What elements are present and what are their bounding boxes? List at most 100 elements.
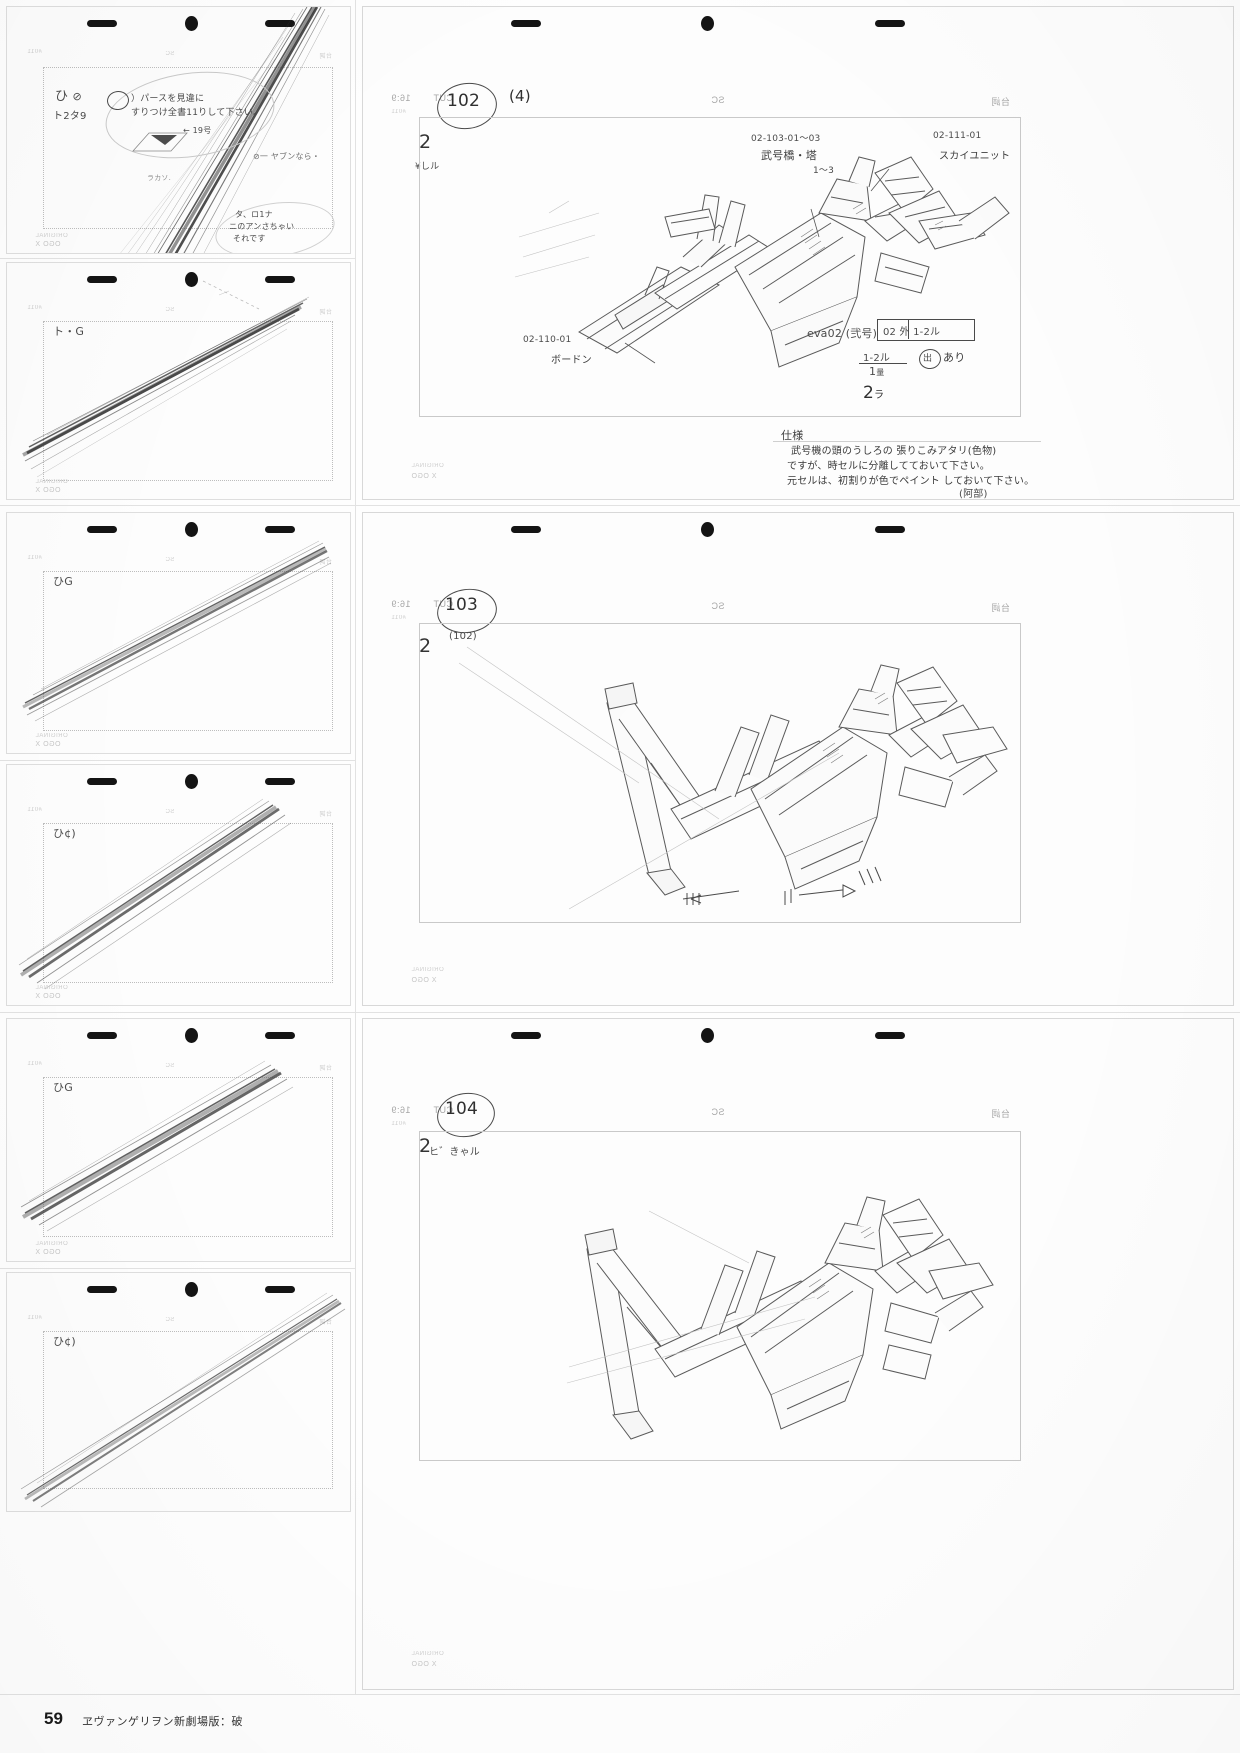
cut-number: 102: [447, 91, 481, 111]
perspective-note-line1: ）パースを見違に: [131, 94, 205, 104]
mecha-drawing: [419, 623, 1021, 923]
sheet-code-print: #011: [391, 109, 406, 115]
peg-hole-right: [265, 276, 295, 283]
peg-hole-right: [265, 1032, 295, 1039]
corner-code-b: ORIGINAL: [411, 1651, 444, 1657]
drawing-frame: [43, 1331, 333, 1489]
lower-note-line2: ニのアンさちゃい: [229, 222, 295, 231]
corner-code-a: OGO X: [35, 487, 61, 494]
corner-code-a: OGO X: [35, 1249, 61, 1256]
aspect-print: 16:9: [391, 599, 411, 609]
left-cell-6: #011 SC 台詞 ひ¢): [6, 1272, 351, 1512]
peg-bar: [363, 513, 1233, 547]
pencil-streaks: [7, 7, 350, 253]
peg-hole-left: [87, 276, 117, 283]
peg-hole-center: [185, 272, 198, 287]
left-rule-a: [0, 258, 355, 259]
parts-code-pylon: 02-110-01: [523, 335, 572, 345]
corner-code-a: X OGO: [411, 1661, 437, 1668]
parts-label-pylon: ボードン: [551, 355, 592, 366]
fraction-total: 2ラ: [863, 383, 885, 403]
cell-mark-3: ひG: [53, 575, 73, 588]
side-mark: 2: [419, 131, 432, 153]
peg-hole-left: [87, 1286, 117, 1293]
boxed-code: 02 外 1-2ル: [883, 327, 941, 338]
left-cell-3: #011 SC 台詞 ひG ORIGINAL OGO X: [6, 512, 351, 754]
left-cell-4: #011 SC 台詞 ひ¢) ORIGINAL OGO X: [6, 764, 351, 1006]
pencil-streaks: [7, 263, 350, 499]
layout-sheet-102: 16:9 CUT SC 台詞 #011 102 (4) 2 ¥しル: [362, 6, 1234, 500]
sheet-code-print: #011: [391, 1121, 406, 1127]
peg-hole-left: [87, 526, 117, 533]
page-number: 59: [44, 1709, 63, 1728]
corner-code-a: OGO X: [35, 241, 61, 248]
side-sub: ヒ゛きゃル: [429, 1147, 480, 1158]
spec-note-line-1: 武号機の頭のうしろの 張りこみアタリ(色物): [791, 446, 997, 457]
part-print: 台詞: [991, 97, 1011, 107]
eva-label: eva02 (弐号): [807, 327, 878, 340]
peg-hole-center: [185, 774, 198, 789]
corner-code-b: ORIGINAL: [35, 479, 68, 485]
parts-label-bridge: 武号橋・塔: [761, 149, 817, 162]
peg-bar: [363, 7, 1233, 41]
peg-hole-center: [185, 522, 198, 537]
boxed-code-divider: [908, 319, 909, 339]
drawing-frame: [419, 1131, 1021, 1461]
corner-code-b: ORIGINAL: [35, 985, 68, 991]
corner-code-a: X OGO: [411, 977, 437, 984]
drawing-frame: [419, 117, 1021, 417]
peg-hole-right: [875, 526, 905, 533]
spec-note-line-3: 元セルは、初割りが色でペイント しておいて下さい。: [787, 476, 1035, 487]
boxed-code-frame: [877, 319, 975, 341]
fraction-rule: [859, 363, 907, 365]
column-divider: [355, 0, 356, 1694]
peg-hole-center: [701, 16, 714, 31]
corner-code-a: X OGO: [411, 473, 437, 480]
sc-print: SC: [711, 601, 725, 611]
corner-code-b: ORIGINAL: [411, 463, 444, 469]
peg-bar: [7, 7, 350, 41]
fraction-denominator: 1量: [869, 365, 885, 378]
cut-number: 103: [445, 595, 479, 615]
peg-hole-right: [265, 526, 295, 533]
stamp-mark: 出: [923, 354, 933, 364]
layout-sheet-104: 16:9 CUT SC 台詞 #011 104 2 ヒ゛きゃル: [362, 1018, 1234, 1690]
lower-note-line1: タ、ロ1ナ: [235, 210, 273, 219]
peg-bar: [7, 1019, 350, 1053]
drawing-frame: [43, 571, 333, 731]
peg-bar: [7, 263, 350, 297]
cut-number-suffix: (102): [449, 631, 477, 642]
row-rule-2: [0, 1012, 1240, 1013]
left-rule-b: [0, 760, 355, 761]
arrow-label: ← 19号: [183, 126, 212, 135]
peg-hole-left: [511, 526, 541, 533]
cell-mark-1a: ひ ⊘: [55, 89, 82, 104]
drawing-frame: [43, 67, 333, 229]
pencil-streaks: [7, 1019, 350, 1261]
peg-hole-center: [701, 522, 714, 537]
peg-bar: [7, 1273, 350, 1307]
peg-hole-right: [875, 20, 905, 27]
peg-bar: [7, 513, 350, 547]
stamp-text: あり: [943, 351, 966, 364]
mecha-drawing: [419, 1131, 1021, 1461]
parts-code-skyunit: 02-111-01: [933, 131, 982, 141]
spec-note-heading: 仕様: [781, 429, 804, 442]
book-title: ヱヴァンゲリヲン新劇場版：破: [82, 1715, 243, 1728]
aspect-print: 16:9: [391, 93, 411, 103]
peg-hole-left: [87, 778, 117, 785]
cut-number-suffix: (4): [509, 87, 531, 105]
left-cell-2: #011 SC 台詞 ト・: [6, 262, 351, 500]
pencil-streaks: [7, 513, 350, 753]
corner-code-a: OGO X: [35, 993, 61, 1000]
sheet-code-print: #011: [391, 615, 406, 621]
peg-hole-left: [511, 1032, 541, 1039]
corner-code-b: ORIGINAL: [411, 967, 444, 973]
drawing-frame: [419, 623, 1021, 923]
pencil-streaks: [7, 1273, 350, 1511]
fraction-note: 1-2ル: [863, 353, 891, 364]
spec-note-signature: (阿部): [959, 489, 988, 500]
parts-label-skyunit: スカイユニット: [939, 151, 1011, 162]
peg-hole-left: [511, 20, 541, 27]
